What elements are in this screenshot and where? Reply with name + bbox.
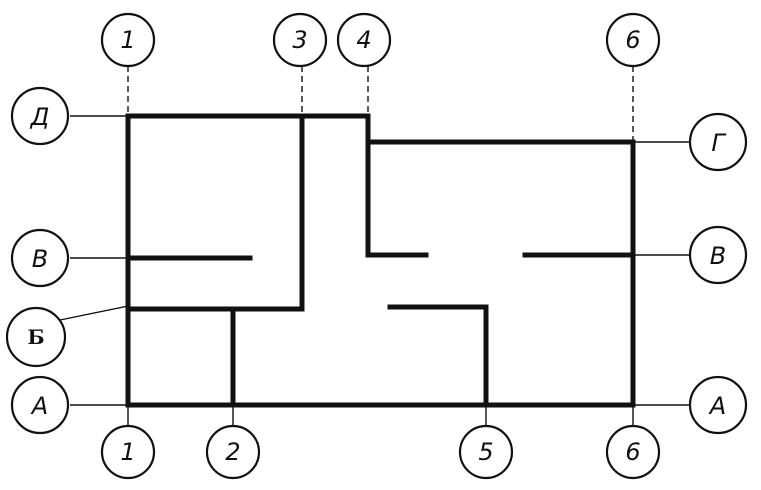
wall-axis-5: [387, 304, 489, 408]
wall-axis-3-B: [125, 113, 305, 312]
axis-bubble-bottom-1: 1: [100, 424, 156, 480]
axis-label-bottom-2: 2: [225, 438, 240, 466]
axis-bubble-left-B: Б: [5, 306, 67, 368]
bubble-circle: [336, 12, 392, 68]
axis-label-right-V: В: [710, 242, 726, 270]
axis-label-left-D: Д: [30, 103, 50, 131]
bubble-circle: [100, 424, 156, 480]
axis-label-left-A: А: [30, 392, 48, 420]
axis-bubble-left-V: В: [10, 228, 70, 288]
bubble-circle: [272, 12, 328, 68]
axis-bubble-top-6: 6: [605, 12, 661, 68]
axis-label-top-1: 1: [120, 26, 135, 54]
axis-label-right-G: Г: [711, 129, 726, 157]
bubble-circle: [100, 12, 156, 68]
bubble-circle: [10, 86, 70, 146]
axis-lines: [59, 66, 690, 426]
axis-label-bottom-1: 1: [120, 438, 135, 466]
axis-bubble-top-4: 4: [336, 12, 392, 68]
axis-bubble-left-A: А: [10, 375, 70, 435]
axis-line-B-left: [59, 305, 129, 321]
axis-label-left-B: Б: [27, 325, 44, 349]
walls: [125, 113, 636, 408]
bubble-circle: [605, 424, 661, 480]
axis-label-top-6: 6: [625, 26, 640, 54]
bubble-circle: [688, 112, 748, 172]
bubble-circle: [205, 424, 261, 480]
axis-bubble-bottom-2: 2: [205, 424, 261, 480]
bubble-circle: [10, 375, 70, 435]
axis-label-left-V: В: [32, 245, 48, 273]
axis-bubble-right-G: Г: [688, 112, 748, 172]
axis-label-bottom-6: 6: [625, 438, 640, 466]
bubble-circle: [5, 306, 67, 368]
axis-label-right-A: А: [708, 392, 726, 420]
axis-label-top-3: 3: [292, 26, 307, 54]
axis-bubble-right-V: В: [688, 225, 748, 285]
bubble-circle: [458, 424, 514, 480]
bubble-circle: [10, 228, 70, 288]
wall-axis-4-V: [365, 139, 429, 258]
axis-label-top-4: 4: [356, 26, 371, 54]
bubble-circle: [688, 225, 748, 285]
axis-bubble-top-3: 3: [272, 12, 328, 68]
axis-bubble-bottom-6: 6: [605, 424, 661, 480]
axis-label-bottom-5: 5: [478, 438, 493, 466]
bubble-circle: [605, 12, 661, 68]
axis-bubble-right-A: А: [688, 375, 748, 435]
axis-bubble-bottom-5: 5: [458, 424, 514, 480]
axis-bubble-left-D: Д: [10, 86, 70, 146]
bubble-circle: [688, 375, 748, 435]
axis-bubble-top-1: 1: [100, 12, 156, 68]
